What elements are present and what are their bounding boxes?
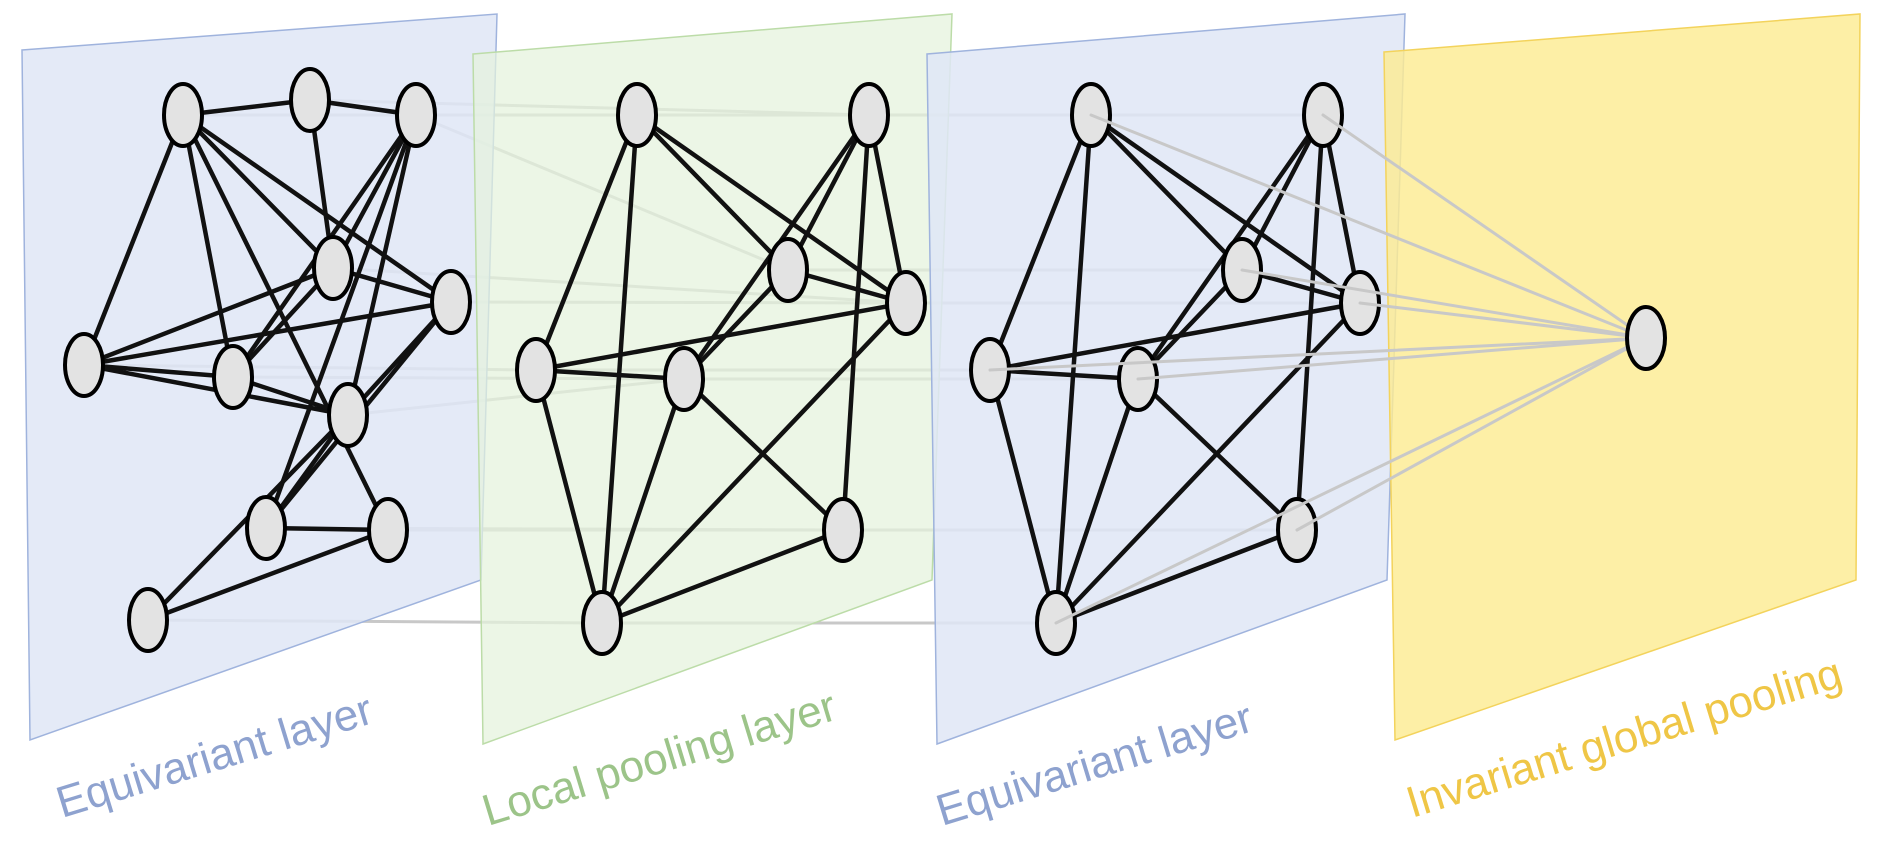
global-pooled-node: [1625, 305, 1667, 371]
layer-connector: [988, 336, 1648, 372]
graph-edge: [681, 376, 846, 533]
graph-edge: [599, 527, 846, 626]
graph-node: [212, 344, 254, 410]
graph-node: [767, 237, 809, 303]
graph-edge: [180, 112, 454, 305]
graph-node: [289, 67, 331, 133]
graph-edge: [81, 362, 236, 380]
graph-node: [245, 495, 287, 561]
layer-connector: [1089, 113, 1648, 340]
graph-equivariant-layer-1: [63, 67, 472, 653]
graph-edge: [1088, 112, 1245, 273]
graph-equivariant-layer-2: [969, 82, 1381, 656]
layer-connector: [1240, 268, 1648, 340]
graph-node: [162, 82, 204, 148]
graph-edge: [533, 367, 687, 382]
local-pooling-layer-plane: [472, 13, 953, 746]
graph-node: [581, 590, 623, 656]
connectors-into-global-node: [988, 113, 1648, 625]
graph-edge: [180, 97, 313, 118]
graph-node: [127, 587, 169, 653]
graph-node: [822, 497, 864, 563]
graph-node: [367, 497, 409, 563]
graph-edge: [533, 300, 909, 373]
graph-node: [430, 269, 472, 335]
graph-node: [663, 346, 705, 412]
graph-edge: [987, 367, 1141, 382]
graph-node: [515, 337, 557, 403]
graph-edge: [785, 112, 872, 273]
graph-edge: [599, 376, 687, 626]
graph-edge: [81, 299, 454, 368]
graph-edge: [330, 112, 419, 271]
graph-edge: [634, 112, 791, 273]
graph-node: [616, 82, 658, 148]
graph-edge: [180, 112, 336, 271]
graph-edge: [145, 527, 391, 623]
graph-edge: [1135, 376, 1300, 533]
graph-node: [312, 235, 354, 301]
graph-edge: [1053, 112, 1094, 626]
graph-edge: [599, 112, 640, 626]
graph-node: [327, 382, 369, 448]
graph-edge: [81, 265, 336, 368]
graph-edge: [987, 112, 1094, 373]
graph-node: [63, 332, 105, 398]
graph-edge: [345, 112, 419, 418]
graph-edge: [533, 367, 605, 626]
graph-edge: [987, 300, 1363, 373]
graph-edge: [81, 112, 186, 368]
graph-edge: [1294, 112, 1326, 533]
layer-connector: [1136, 336, 1648, 381]
layer-connector: [1295, 336, 1648, 532]
graph-local-pooling-layer: [515, 82, 927, 656]
invariant-global-pooling-plane: [1383, 13, 1861, 742]
graph-edge: [987, 367, 1059, 626]
graph-node: [885, 270, 927, 336]
graph-edge: [840, 112, 872, 533]
graph-edge: [1053, 376, 1141, 626]
equivariant-layer-2-plane: [926, 13, 1406, 746]
graph-node: [848, 82, 890, 148]
graph-edge: [180, 112, 236, 380]
layer-connector: [1358, 301, 1648, 340]
graph-edge: [1053, 527, 1300, 626]
graph-global-pooling-node: [1625, 305, 1667, 371]
graph-edge: [533, 112, 640, 373]
layer-connector: [1054, 336, 1648, 625]
graph-node: [395, 82, 437, 148]
layer-connector: [1321, 113, 1648, 340]
